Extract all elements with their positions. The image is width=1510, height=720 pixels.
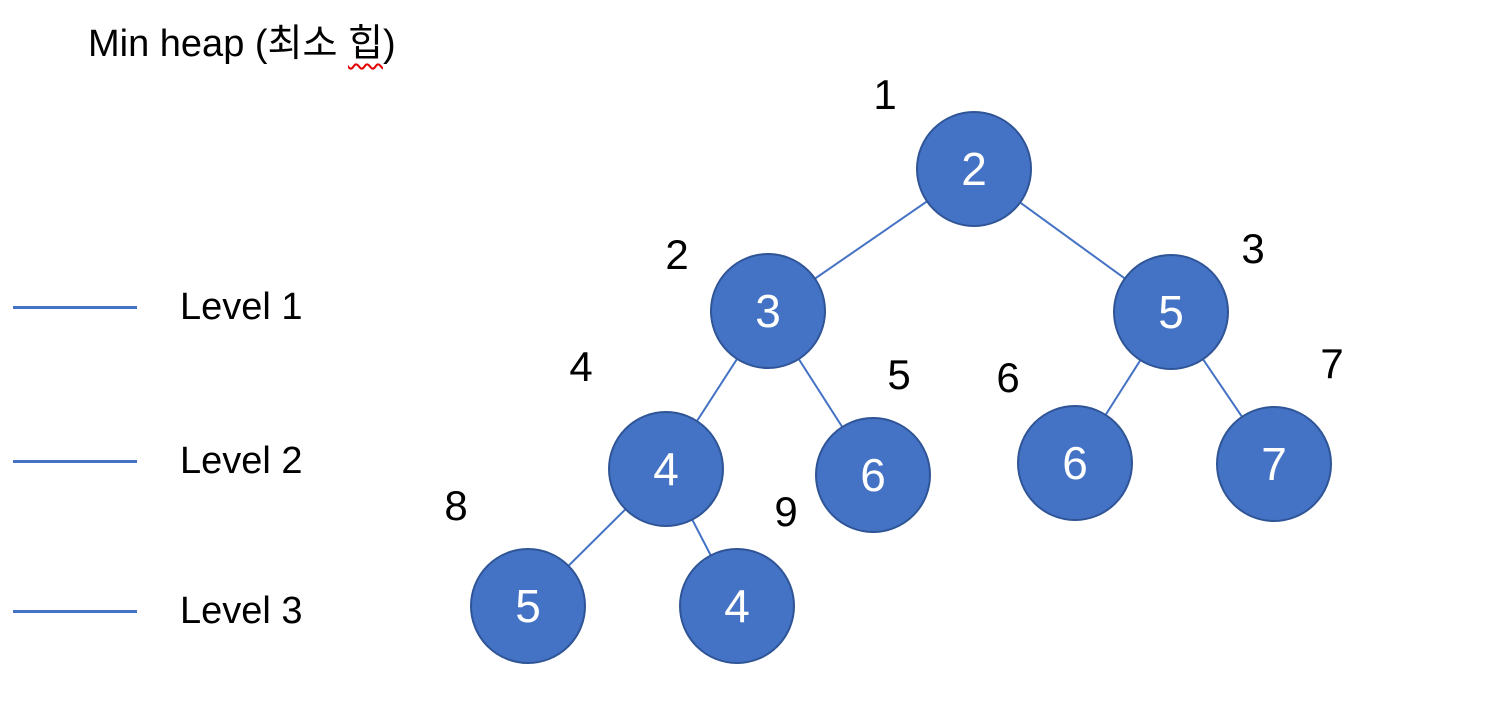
heap-node-6: 6 xyxy=(1017,405,1133,521)
node-value: 2 xyxy=(961,143,987,195)
node-index-label: 9 xyxy=(774,488,798,535)
heap-node-8: 5 xyxy=(470,548,586,664)
heap-node-2: 3 xyxy=(710,253,826,369)
legend-line-icon xyxy=(13,459,137,463)
legend-label: Level 3 xyxy=(180,589,303,632)
title-misspelled-word: 힙 xyxy=(348,23,383,65)
heap-node-9: 4 xyxy=(679,548,795,664)
legend-label: Level 2 xyxy=(180,439,303,482)
node-index-label: 1 xyxy=(873,71,897,118)
legend-row-level-2: Level 2 xyxy=(13,439,303,483)
heap-node-4: 4 xyxy=(608,411,724,527)
legend-row-level-1: Level 1 xyxy=(13,285,303,329)
node-index-label: 3 xyxy=(1241,225,1265,272)
node-value: 3 xyxy=(755,285,781,337)
node-value: 5 xyxy=(1158,286,1184,338)
node-value: 7 xyxy=(1261,438,1287,490)
title-text: Min heap (최소 xyxy=(88,23,349,65)
legend-line-icon xyxy=(13,609,137,613)
heap-node-1: 2 xyxy=(916,111,1032,227)
legend-row-level-3: Level 3 xyxy=(13,589,303,633)
node-index-label: 2 xyxy=(665,231,689,278)
node-value: 4 xyxy=(653,443,679,495)
node-index-label: 4 xyxy=(569,343,593,390)
heap-node-7: 7 xyxy=(1216,406,1332,522)
node-index-label: 7 xyxy=(1320,340,1344,387)
legend-label: Level 1 xyxy=(180,285,303,328)
heap-node-5: 6 xyxy=(815,417,931,533)
node-value: 6 xyxy=(860,449,886,501)
node-value: 6 xyxy=(1062,437,1088,489)
node-index-label: 6 xyxy=(996,354,1020,401)
node-index-label: 5 xyxy=(887,351,911,398)
page-title: Min heap (최소 힙) xyxy=(88,21,396,69)
node-value: 4 xyxy=(724,580,750,632)
heap-node-3: 5 xyxy=(1113,254,1229,370)
title-closing-paren: ) xyxy=(382,23,396,65)
node-index-label: 8 xyxy=(444,482,468,529)
legend-line-icon xyxy=(13,305,137,309)
node-value: 5 xyxy=(515,580,541,632)
